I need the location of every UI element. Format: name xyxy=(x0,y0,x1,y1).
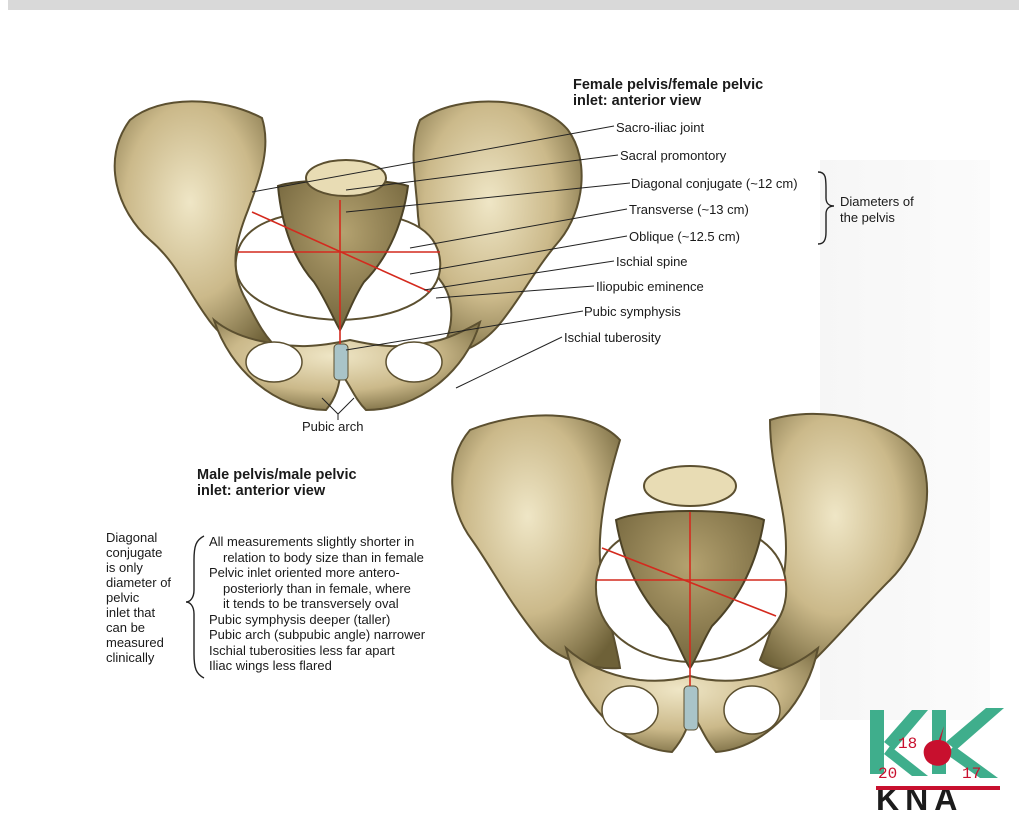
logo-red-bar xyxy=(876,786,1000,790)
diagonal-conjugate-note: Diagonal conjugate is only diameter of p… xyxy=(106,530,171,665)
side-note-line: diameter of xyxy=(106,575,171,590)
label-ischial-tuberosity: Ischial tuberosity xyxy=(564,330,661,345)
diameters-of-pelvis-label: Diameters of the pelvis xyxy=(840,194,914,226)
male-comparison-list: All measurements slightly shorter in rel… xyxy=(209,534,425,674)
female-left-obturator xyxy=(246,342,302,382)
diameters-line-2: the pelvis xyxy=(840,210,914,226)
male-left-iliac-wing xyxy=(452,415,620,668)
comparison-item-continued: posteriorly than in female, where xyxy=(209,581,425,597)
comparison-item-continued: relation to body size than in female xyxy=(209,550,425,566)
comparison-item-continued: it tends to be transversely oval xyxy=(209,596,425,612)
male-title: Male pelvis/male pelvic inlet: anterior … xyxy=(197,467,357,499)
male-sacral-promontory xyxy=(644,466,736,506)
label-iliopubic-eminence: Iliopubic eminence xyxy=(596,279,704,294)
comparison-item: Pubic symphysis deeper (taller) xyxy=(209,612,425,628)
comparison-item: Iliac wings less flared xyxy=(209,658,425,674)
logo-number-18: 18 xyxy=(898,735,917,753)
female-pubic-symphysis xyxy=(334,344,348,380)
kna-logo-graphic: 18 20 17 KNA xyxy=(868,706,1013,818)
male-notes-brace xyxy=(186,536,204,678)
kna-2017-logo: 18 20 17 KNA xyxy=(868,706,1013,818)
label-transverse: Transverse (~13 cm) xyxy=(629,202,749,217)
label-diagonal-conjugate: Diagonal conjugate (~12 cm) xyxy=(631,176,798,191)
side-note-line: is only xyxy=(106,560,171,575)
diameters-brace xyxy=(818,172,834,244)
side-note-line: inlet that xyxy=(106,605,171,620)
male-title-line-2: inlet: anterior view xyxy=(197,483,357,499)
comparison-item: Ischial tuberosities less far apart xyxy=(209,643,425,659)
comparison-item: Pelvic inlet oriented more antero- xyxy=(209,565,425,581)
side-note-line: measured xyxy=(106,635,171,650)
male-left-obturator xyxy=(602,686,658,734)
side-note-line: conjugate xyxy=(106,545,171,560)
side-note-line: can be xyxy=(106,620,171,635)
male-right-iliac-wing xyxy=(760,414,927,670)
label-sacroiliac-joint: Sacro-iliac joint xyxy=(616,120,704,135)
male-pelvis-figure xyxy=(452,414,927,752)
comparison-item: Pubic arch (subpubic angle) narrower xyxy=(209,627,425,643)
comparison-item: All measurements slightly shorter in xyxy=(209,534,425,550)
label-pubic-symphysis: Pubic symphysis xyxy=(584,304,681,319)
female-title: Female pelvis/female pelvic inlet: anter… xyxy=(573,77,763,109)
diameters-line-1: Diameters of xyxy=(840,194,914,210)
female-sacral-promontory xyxy=(306,160,386,196)
female-right-obturator xyxy=(386,342,442,382)
label-sacral-promontory: Sacral promontory xyxy=(620,148,726,163)
male-pubic-symphysis xyxy=(684,686,698,730)
logo-number-17: 17 xyxy=(962,765,981,783)
female-title-line-2: inlet: anterior view xyxy=(573,93,763,109)
side-note-line: Diagonal xyxy=(106,530,171,545)
female-pelvis-figure xyxy=(115,101,582,410)
label-oblique: Oblique (~12.5 cm) xyxy=(629,229,740,244)
male-title-line-1: Male pelvis/male pelvic xyxy=(197,467,357,483)
label-ischial-spine: Ischial spine xyxy=(616,254,688,269)
female-title-line-1: Female pelvis/female pelvic xyxy=(573,77,763,93)
side-note-line: clinically xyxy=(106,650,171,665)
side-note-line: pelvic xyxy=(106,590,171,605)
label-pubic-arch: Pubic arch xyxy=(302,419,363,434)
male-right-obturator xyxy=(724,686,780,734)
